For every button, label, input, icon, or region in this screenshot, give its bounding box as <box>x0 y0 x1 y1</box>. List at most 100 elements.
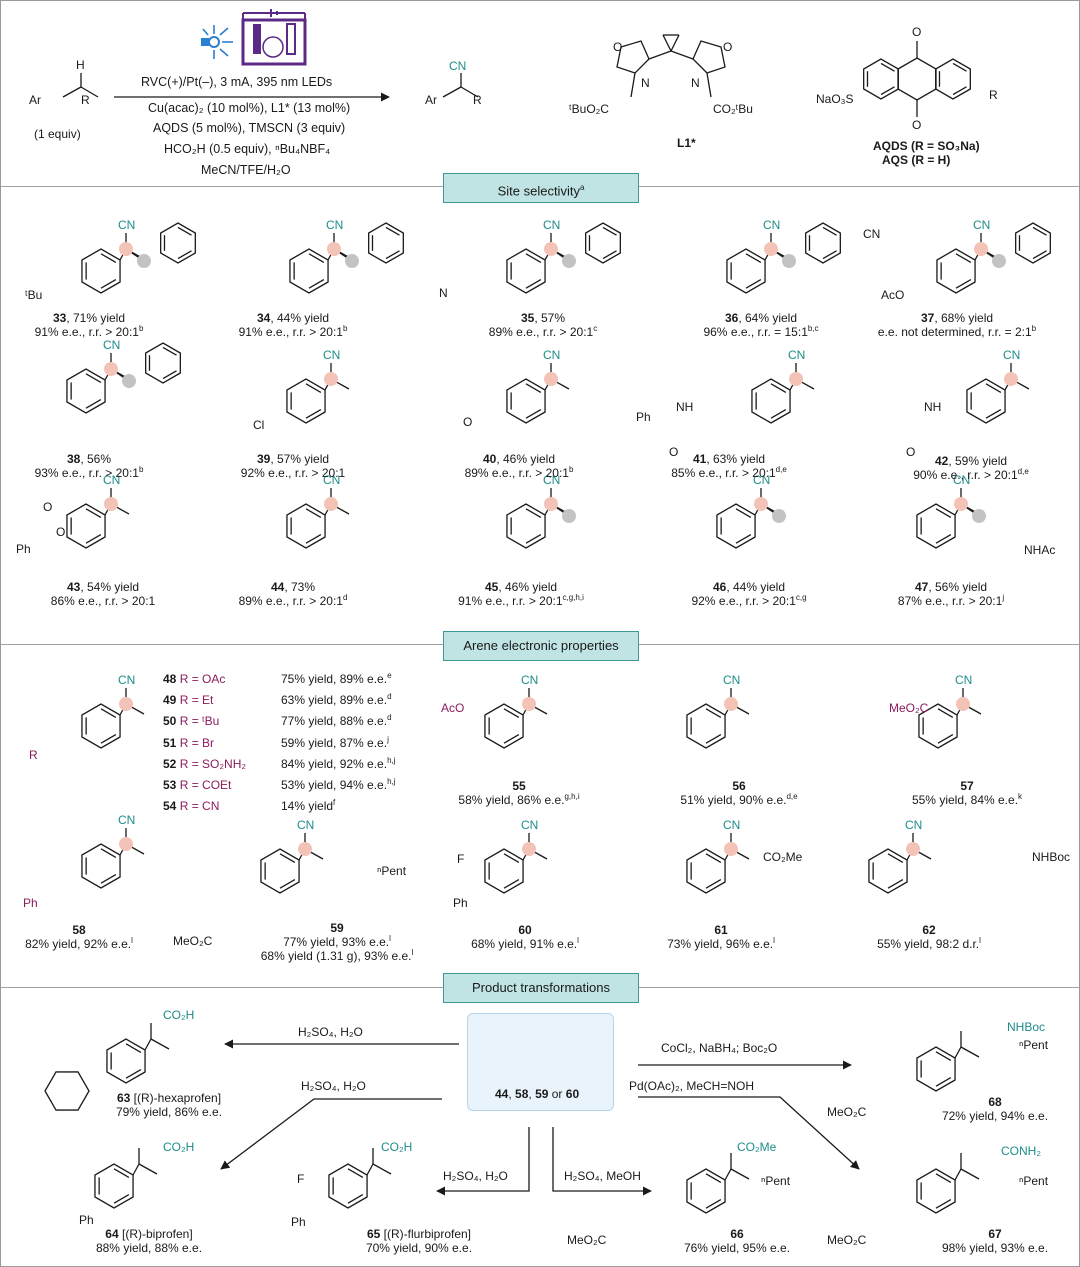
atom-label: O <box>912 118 921 132</box>
atom-label: O <box>43 500 52 514</box>
double-bond <box>887 879 904 889</box>
atom-label: CN <box>449 59 466 73</box>
atom-label: NaO₃S <box>816 92 854 106</box>
double-bond <box>347 1168 364 1178</box>
atom-label: ᵗBu <box>25 288 42 302</box>
atom-label: O <box>613 40 622 54</box>
atom-label: CO₂Me <box>737 1140 777 1154</box>
atom-label: NHAc <box>1024 543 1055 557</box>
atom-label: O <box>56 525 65 539</box>
stereocenter-marker <box>544 242 558 256</box>
double-bond <box>525 534 542 544</box>
double-bond <box>503 879 520 889</box>
aryl-ring <box>66 368 106 414</box>
atom-label: R <box>473 93 482 107</box>
double-bond <box>525 279 542 289</box>
cn-label: CN <box>763 218 780 232</box>
phenyl-ring <box>145 342 181 384</box>
double-bond <box>308 253 325 263</box>
reagent-64: H₂SO₄, H₂O <box>301 1079 366 1093</box>
arrow-to-64 <box>220 1098 442 1170</box>
cn-label: CN <box>543 218 560 232</box>
cn-label: CN <box>103 473 120 487</box>
atom-label: F <box>297 1172 304 1186</box>
aryl-ring <box>916 1168 956 1214</box>
stereocenter-marker <box>327 242 341 256</box>
double-bond <box>385 250 400 260</box>
reactive-site-marker <box>562 509 576 523</box>
double-bond <box>305 534 322 544</box>
atom-label: MeO₂C <box>827 1233 867 1247</box>
double-bond <box>985 383 1002 393</box>
bond <box>150 1038 170 1050</box>
double-bond <box>113 1194 130 1204</box>
aqds-label: AQDS (R = SO₃Na) <box>873 139 980 153</box>
double-bond <box>602 250 617 260</box>
banner-site-selectivity: Site selectivitya <box>443 173 639 203</box>
stereocenter-marker <box>724 697 738 711</box>
aryl-ring <box>94 1163 134 1209</box>
atom-label: O <box>723 40 732 54</box>
caption-63: 63 [(R)-hexaprofen]79% yield, 86% e.e. <box>115 1091 223 1119</box>
double-bond <box>602 226 617 236</box>
reagent-68: CoCl₂, NaBH₄; Boc₂O <box>661 1041 778 1055</box>
aryl-ring <box>289 248 329 294</box>
double-bond <box>85 534 102 544</box>
double-bond <box>1032 250 1047 260</box>
banner-arene-electronic: Arene electronic properties <box>443 631 639 661</box>
stereocenter-marker <box>298 842 312 856</box>
stereocenter-marker <box>119 242 133 256</box>
center-substrate-ids: 44, 58, 59 or 60 <box>495 1087 580 1101</box>
double-bond <box>525 409 542 419</box>
atom-label: NH <box>676 400 693 414</box>
atom-label: R <box>29 748 38 762</box>
double-bond <box>525 253 542 263</box>
double-bond <box>705 1173 722 1183</box>
aq-ring-right <box>935 58 971 100</box>
condition-line-4: HCO₂H (0.5 equiv), ⁿBu₄NBF₄ <box>164 142 331 156</box>
double-bond <box>935 1173 952 1183</box>
atom-label: NHBoc <box>1032 850 1070 864</box>
double-bond <box>503 708 520 718</box>
aryl-ring <box>686 703 726 749</box>
oxazoline-right <box>692 40 726 74</box>
aryl-ring <box>81 703 121 749</box>
bond <box>724 1168 732 1181</box>
reactive-site-marker <box>782 254 796 268</box>
cyclohexane <box>44 1071 90 1111</box>
bond <box>144 1038 152 1051</box>
double-bond <box>952 62 967 72</box>
aryl-ring <box>506 378 546 424</box>
double-bond <box>937 708 954 718</box>
phenyl-ring <box>368 222 404 264</box>
double-bond <box>305 409 322 419</box>
reactive-site-marker <box>992 254 1006 268</box>
aryl-ring <box>484 703 524 749</box>
aryl-ring <box>328 1163 368 1209</box>
cn-label: CN <box>297 818 314 832</box>
cn-label: CN <box>323 473 340 487</box>
atom-label: AcO <box>441 701 464 715</box>
reagent-65: H₂SO₄, H₂O <box>443 1169 508 1183</box>
r-entry-53: 53 R = COEt <box>163 778 232 792</box>
cn-label: CN <box>118 218 135 232</box>
stereocenter-marker <box>789 372 803 386</box>
atom-label: R <box>989 88 998 102</box>
atom-label: ⁿPent <box>761 1174 791 1188</box>
atom-label: CONH₂ <box>1001 1144 1041 1158</box>
r-entry-52: 52 R = SO₂NH₂ <box>163 756 247 771</box>
reagent-66: H₂SO₄, MeOH <box>564 1169 641 1183</box>
r-entry-48: 48 R = OAc <box>163 672 226 686</box>
stereocenter-marker <box>954 497 968 511</box>
double-bond <box>385 226 400 236</box>
bond <box>630 72 636 98</box>
aryl-ring <box>936 248 976 294</box>
